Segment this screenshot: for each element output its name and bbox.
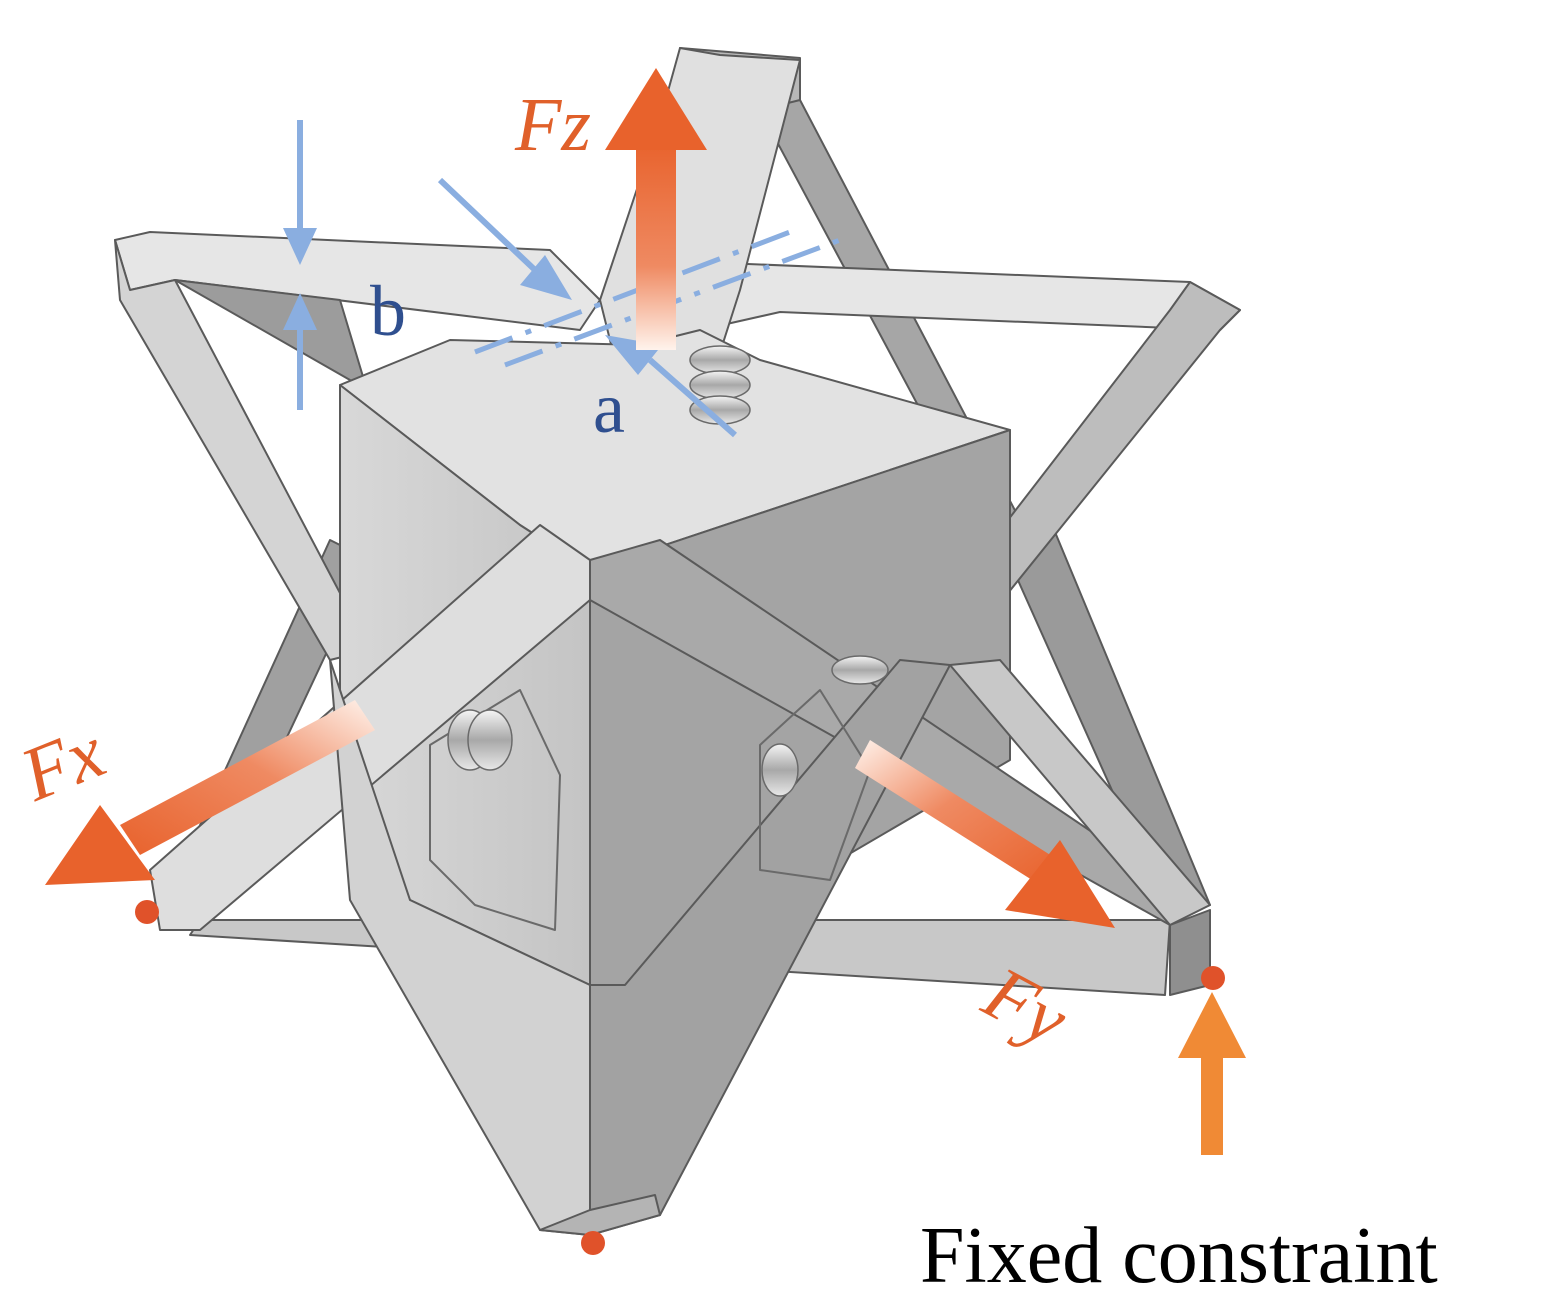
fx-arrow (45, 700, 375, 885)
dimension-a-marker (437, 177, 737, 438)
spring-right-coil (831, 655, 889, 685)
constraint-points (135, 900, 1225, 1255)
fx-label: Fx (9, 709, 116, 817)
dimension-b-marker (283, 120, 317, 410)
spring-top-coil (689, 345, 751, 375)
spring-left-coil (467, 709, 513, 771)
constraint-point-left (135, 900, 159, 924)
strut-bottom-tip (539, 1194, 661, 1236)
constraint-arrow (1178, 992, 1246, 1155)
fixed-constraint-label: Fixed constraint (920, 1212, 1438, 1300)
dimension-a-label: a (593, 368, 625, 448)
arrow-up-icon (605, 68, 707, 150)
spring-top-coil (689, 370, 751, 400)
fy-arrow-shaft (855, 740, 1055, 885)
star-lattice-structure (114, 47, 1241, 1236)
dimension-b-label: b (370, 271, 406, 351)
constraint-point-bottom (581, 1231, 605, 1255)
arrow-down-right-icon (1005, 840, 1115, 928)
arrow-down-left-icon (45, 805, 155, 885)
fy-arrow (855, 740, 1115, 928)
fx-arrow-shaft (120, 700, 375, 855)
strut-lower-right-diagonal (949, 659, 1211, 926)
springs (447, 345, 889, 797)
fz-label: Fz (514, 83, 591, 167)
arrow-up-icon (1178, 992, 1246, 1058)
window-right-hex (759, 689, 871, 881)
window-left-hex (429, 689, 561, 931)
fz-arrow-shaft (636, 140, 676, 350)
constraint-point-right (1201, 966, 1225, 990)
spring-mid-coil (761, 743, 799, 797)
fz-arrow (605, 68, 707, 350)
